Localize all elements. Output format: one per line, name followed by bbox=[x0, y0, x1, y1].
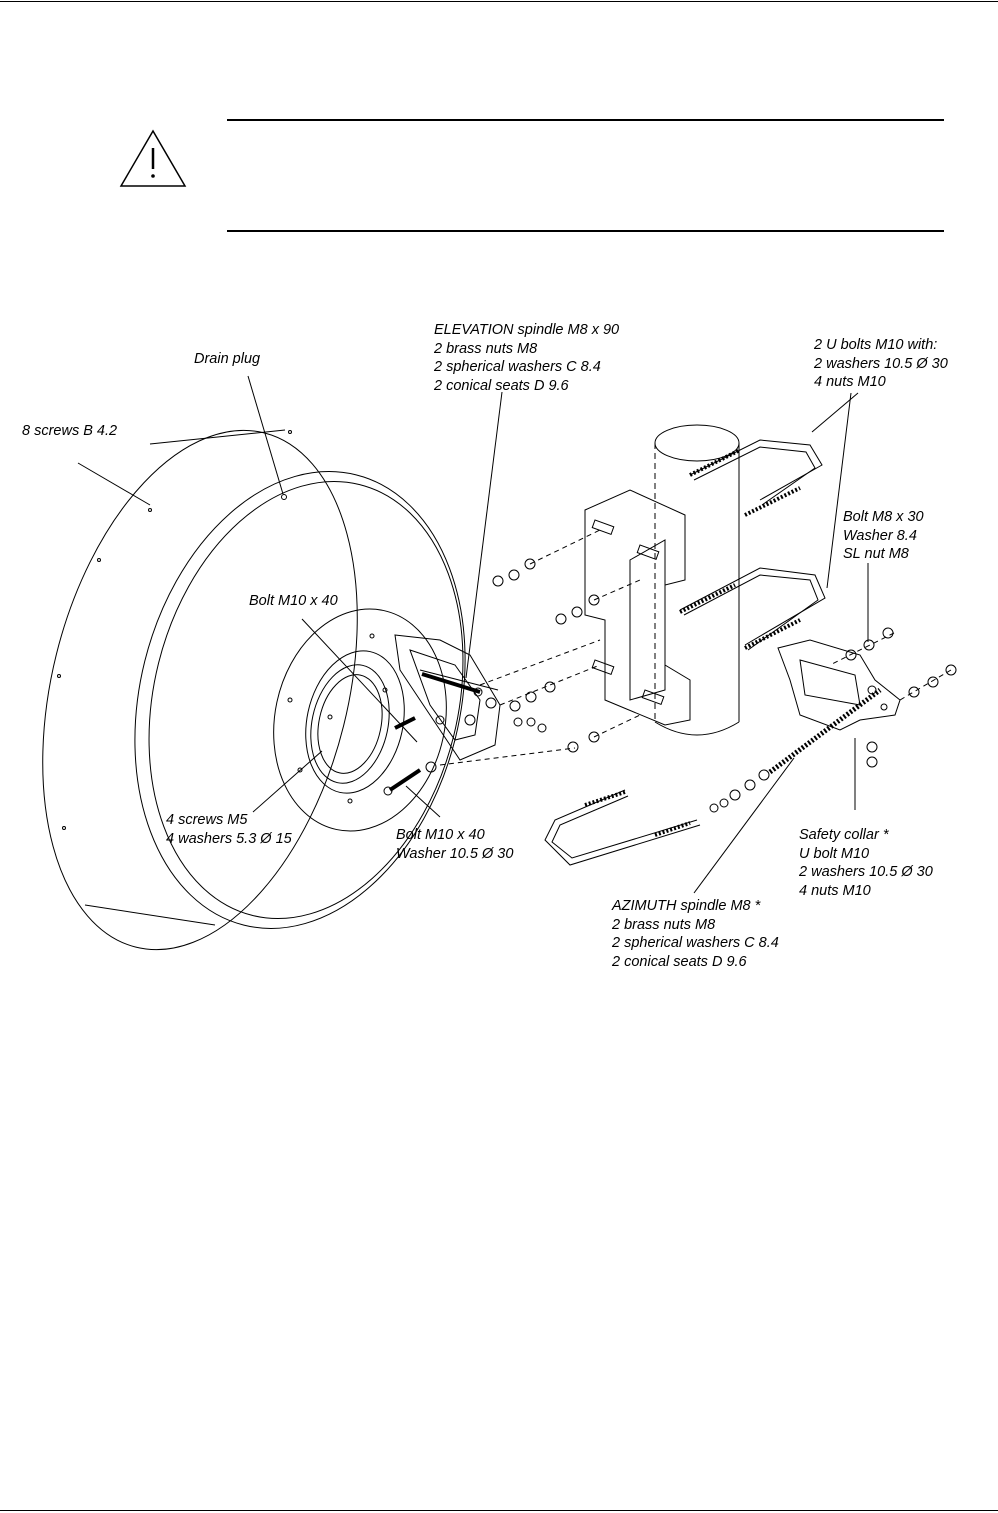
antenna-shroud bbox=[42, 429, 466, 951]
callout-line: Bolt M10 x 40 bbox=[396, 827, 485, 843]
callout-line: Safety collar * bbox=[799, 827, 889, 843]
warning-triangle-icon bbox=[119, 129, 187, 187]
callout-line: 2 spherical washers C 8.4 bbox=[434, 359, 601, 375]
callout-azimuth-spindle: AZIMUTH spindle M8 * 2 brass nuts M8 2 s… bbox=[612, 897, 779, 971]
callout-line: U bolt M10 bbox=[799, 845, 870, 862]
callout-line: 4 nuts M10 bbox=[799, 882, 871, 899]
u-bolt-middle bbox=[679, 567, 826, 651]
callout-line: 8 screws B 4.2 bbox=[22, 423, 118, 439]
callout-elevation-spindle: ELEVATION spindle M8 x 90 2 brass nuts M… bbox=[434, 321, 619, 395]
callout-bolt-m10-bottom: Bolt M10 x 40 Washer 10.5 Ø 30 bbox=[396, 826, 513, 863]
callout-line: Drain plug bbox=[194, 351, 261, 367]
pole-clamp bbox=[584, 489, 691, 726]
footer-rule bbox=[0, 1510, 998, 1511]
u-bolt-top bbox=[689, 439, 823, 517]
callout-drain-plug: Drain plug bbox=[194, 350, 260, 369]
callout-line: AZIMUTH spindle M8 * bbox=[612, 898, 761, 914]
callout-line: 4 screws M5 bbox=[166, 812, 248, 828]
callout-line: ELEVATION spindle M8 x 90 bbox=[434, 322, 620, 338]
callout-safety-collar: Safety collar * U bolt M10 2 washers 10.… bbox=[799, 826, 933, 900]
callout-line: 2 U bolts M10 with: bbox=[814, 337, 938, 353]
construction-lines bbox=[439, 529, 952, 766]
callout-line: 2 spherical washers C 8.4 bbox=[612, 935, 779, 951]
nuts-washers bbox=[425, 558, 957, 813]
mounting-flange bbox=[273, 608, 447, 832]
callout-line: Washer 10.5 Ø 30 bbox=[396, 845, 514, 862]
callout-line: 2 washers 10.5 Ø 30 bbox=[814, 355, 948, 372]
callout-bolt-m10-top: Bolt M10 x 40 bbox=[249, 592, 338, 611]
callout-line: 4 washers 5.3 Ø 15 bbox=[166, 830, 292, 847]
dish-bracket bbox=[394, 634, 501, 761]
callout-line: 2 washers 10.5 Ø 30 bbox=[799, 864, 933, 880]
leader-lines bbox=[77, 375, 869, 894]
header-rule bbox=[0, 1, 998, 2]
callout-u-bolts: 2 U bolts M10 with: 2 washers 10.5 Ø 30 … bbox=[814, 336, 948, 392]
callout-line: 2 conical seats D 9.6 bbox=[434, 377, 569, 394]
callout-line: Washer 8.4 bbox=[843, 527, 917, 544]
mast-pole bbox=[654, 424, 740, 736]
azimuth-spindle bbox=[768, 687, 882, 775]
callout-bolt-m8: Bolt M8 x 30 Washer 8.4 SL nut M8 bbox=[843, 508, 924, 564]
callout-line: SL nut M8 bbox=[843, 546, 909, 562]
callout-screws-m5: 4 screws M5 4 washers 5.3 Ø 15 bbox=[166, 811, 292, 848]
safety-collar-bracket bbox=[777, 639, 901, 731]
callout-line: Bolt M10 x 40 bbox=[249, 593, 338, 609]
callout-line: Bolt M8 x 30 bbox=[843, 509, 924, 525]
callout-line: 2 brass nuts M8 bbox=[434, 340, 538, 357]
flange-bolts bbox=[383, 672, 481, 796]
callout-line: 4 nuts M10 bbox=[814, 374, 886, 390]
warning-box bbox=[227, 119, 944, 232]
u-bolt-safety bbox=[544, 789, 701, 866]
callout-line: 2 conical seats D 9.6 bbox=[612, 953, 747, 970]
callout-line: 2 brass nuts M8 bbox=[612, 916, 716, 933]
callout-screws-b42: 8 screws B 4.2 bbox=[22, 422, 117, 441]
